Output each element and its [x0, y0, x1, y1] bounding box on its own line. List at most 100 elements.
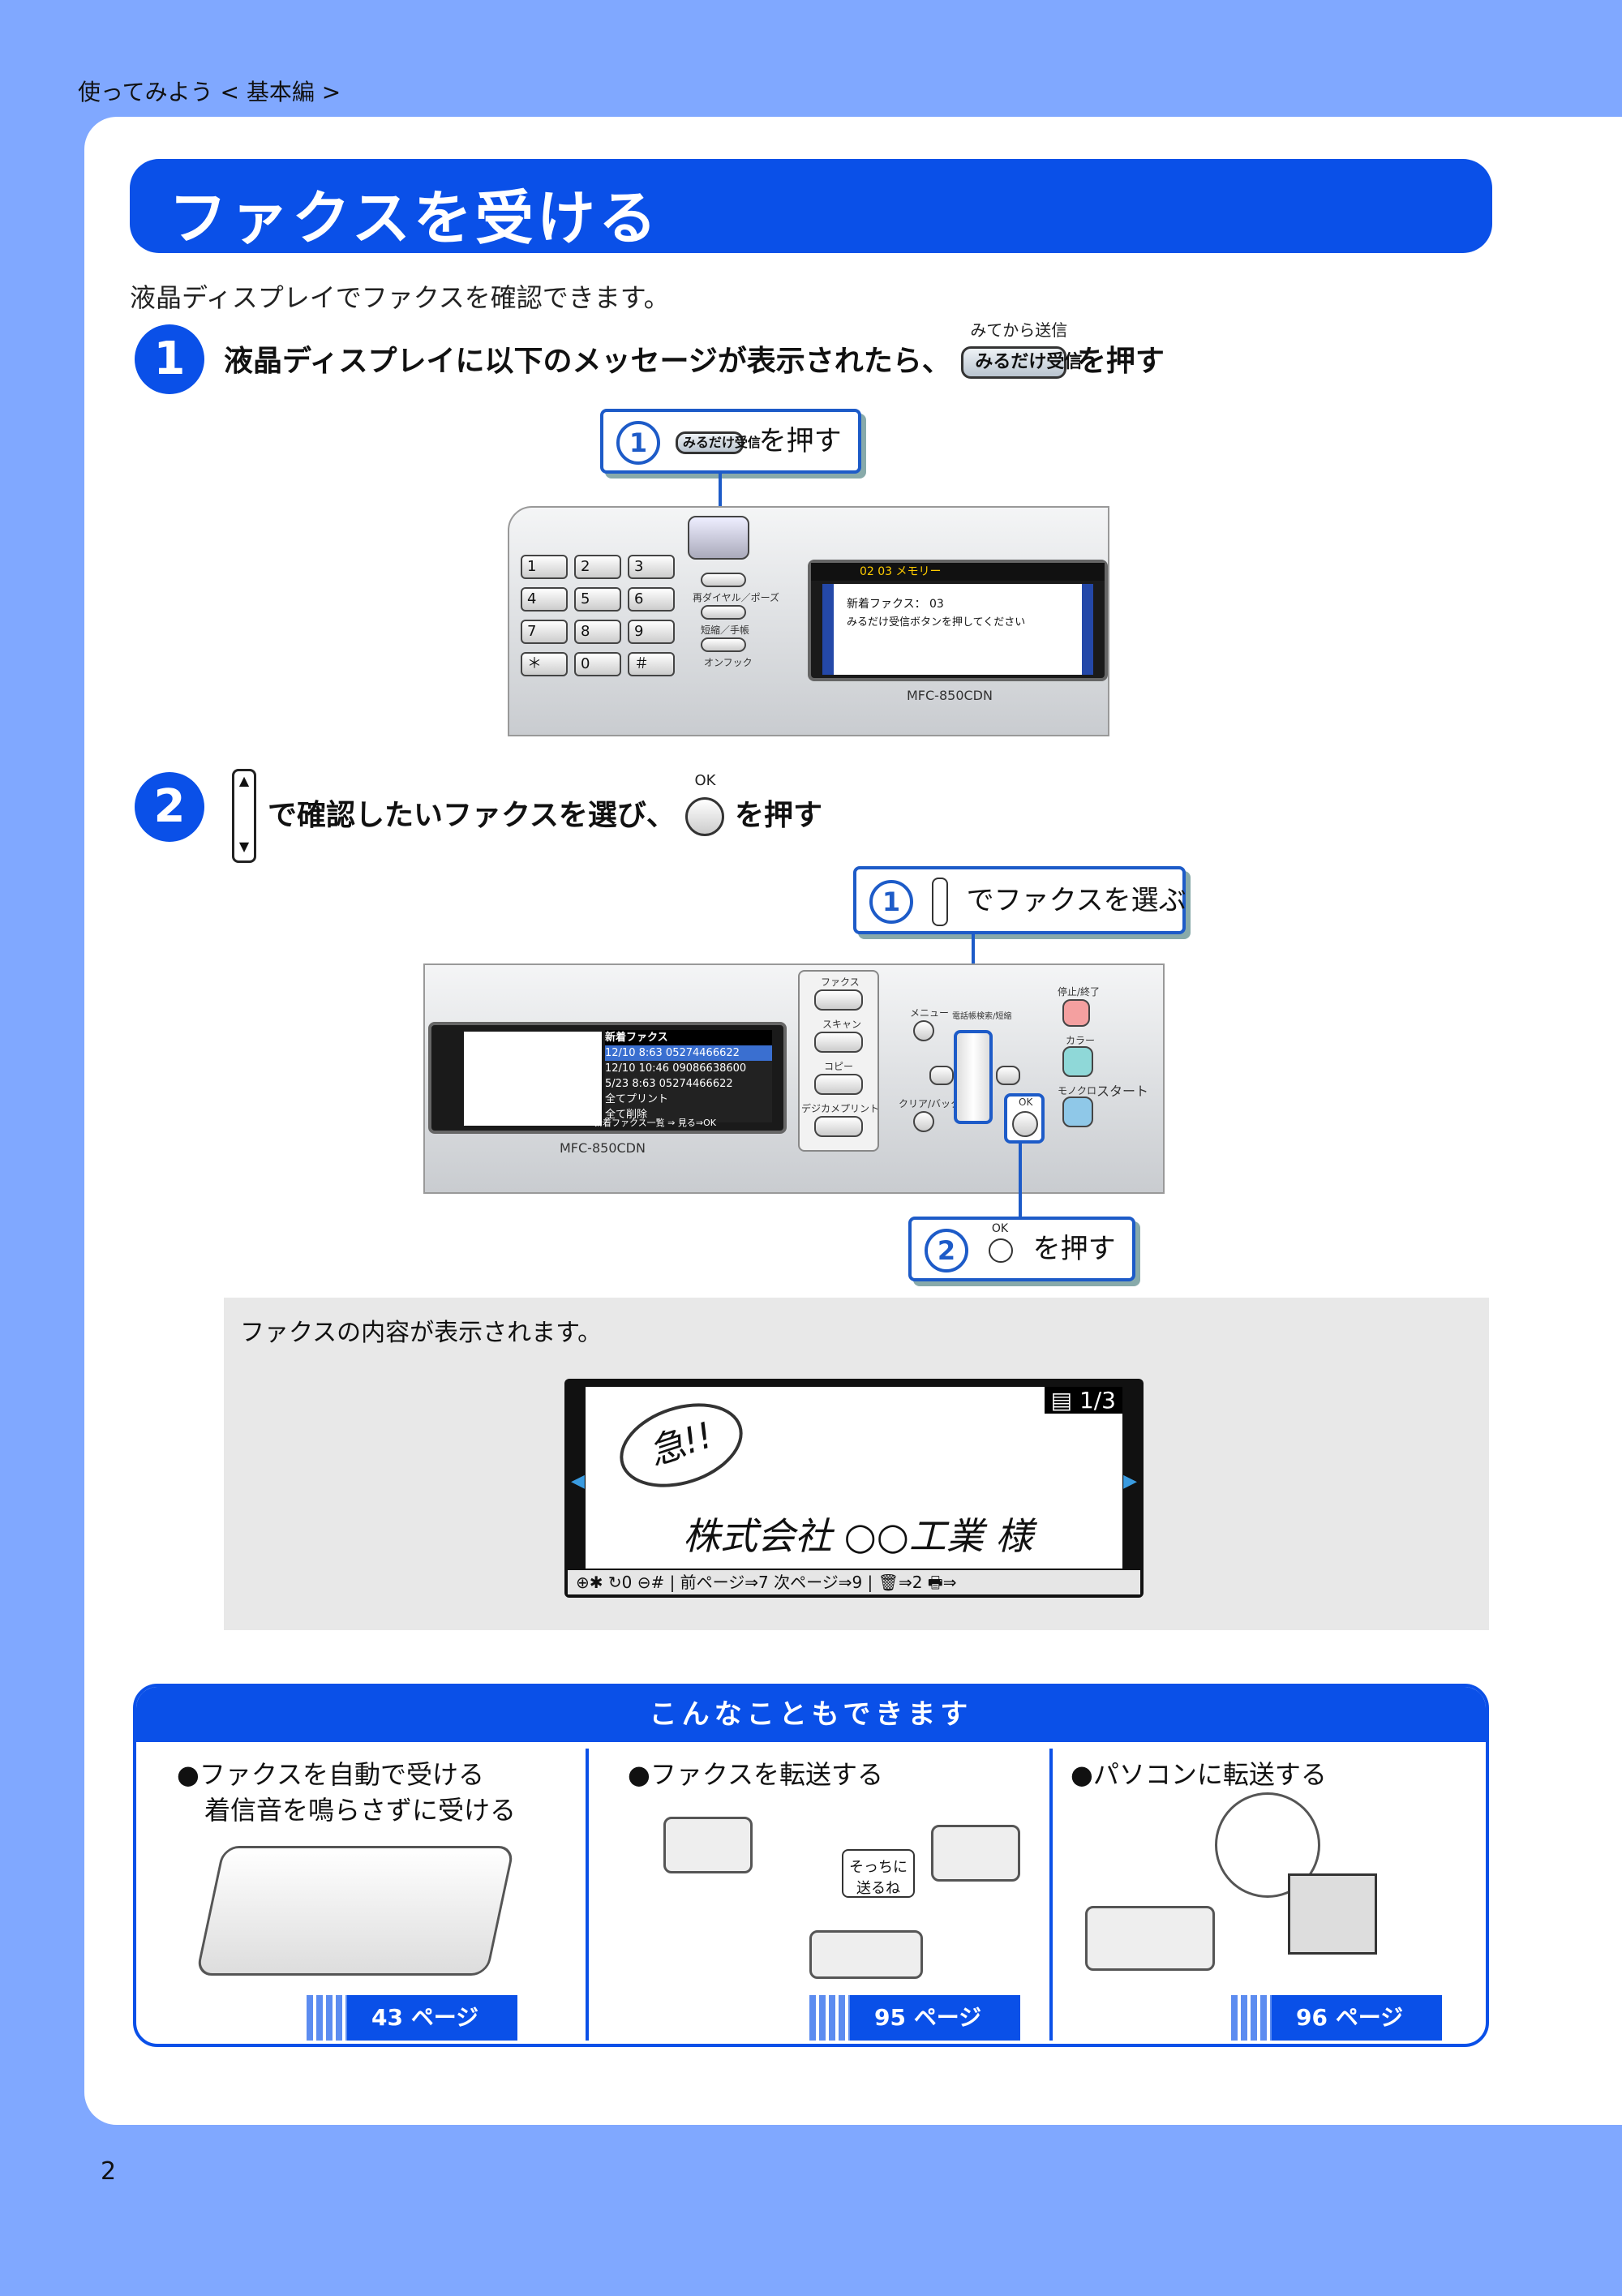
- redial-label: 再ダイヤル／ポーズ: [693, 592, 780, 603]
- key-9[interactable]: 9: [628, 620, 675, 644]
- key-4[interactable]: 4: [521, 587, 568, 612]
- callout-1-number: 1: [869, 880, 913, 924]
- key-6[interactable]: 6: [628, 587, 675, 612]
- next-page-arrow-icon[interactable]: ▶: [1123, 1471, 1137, 1491]
- lcd-status-bar: 02 03 メモリー: [811, 563, 1105, 581]
- speed-dial-button[interactable]: [701, 605, 746, 620]
- onhook-button[interactable]: [701, 637, 746, 652]
- item-1-stripes: [307, 1995, 347, 2041]
- clear-back-label: クリア/バック: [899, 1098, 961, 1109]
- menu-button[interactable]: [913, 1020, 934, 1041]
- ok-label: OK: [694, 772, 716, 789]
- menu-label: メニュー: [910, 1007, 950, 1019]
- model-name-1: MFC-850CDN: [907, 688, 993, 703]
- lcd-row-3: 5/23 8:63 05274466622: [605, 1076, 772, 1092]
- lcd-screen-1: 02 03 メモリー 新着ファクス： 03 みるだけ受信ボタンを押してください: [808, 560, 1108, 681]
- stop-button[interactable]: [1062, 999, 1090, 1027]
- page-icon: ▤: [1050, 1387, 1079, 1414]
- device-panel-2: 新着ファクス 12/10 8:63 05274466622 12/10 10:4…: [423, 963, 1165, 1194]
- callout-button-label: みるだけ受信: [682, 434, 761, 450]
- item-1-page-link[interactable]: 43 ページ: [347, 1995, 517, 2041]
- fax-preview-screen: ▤ 1/3 急!! 株式会社 ○○工業 様 ◀ ▶ ⊕✱ ↻0 ⊖# | 前ペー…: [564, 1379, 1144, 1598]
- ok-button-icon: OK: [685, 772, 725, 836]
- key-0[interactable]: 0: [574, 652, 621, 676]
- key-hash[interactable]: ＃: [628, 652, 675, 676]
- key-1[interactable]: 1: [521, 555, 568, 579]
- prev-page-arrow-icon[interactable]: ◀: [571, 1471, 585, 1491]
- step-2-text: で確認したいファクスを選び、: [268, 799, 676, 832]
- callout-2-text: を押す: [1032, 1233, 1116, 1265]
- color-label: カラー: [1066, 1035, 1096, 1046]
- callout-number: 1: [616, 420, 660, 465]
- item-2-page-link[interactable]: 95 ページ: [850, 1995, 1020, 2041]
- right-key[interactable]: [996, 1066, 1020, 1085]
- fax-mode-button[interactable]: [814, 989, 863, 1011]
- key-8[interactable]: 8: [574, 620, 621, 644]
- miru-dake-button[interactable]: みてから送信 みるだけ受信: [961, 320, 1082, 379]
- stop-label: 停止/終了: [1058, 986, 1101, 998]
- color-start-button[interactable]: [1062, 1046, 1093, 1077]
- left-key[interactable]: [929, 1066, 954, 1085]
- speech-bubble: そっちに送るね: [842, 1849, 915, 1898]
- key-7[interactable]: 7: [521, 620, 568, 644]
- step-1-instruction: 液晶ディスプレイに以下のメッセージが表示されたら、 みてから送信 みるだけ受信 …: [224, 320, 1165, 380]
- redial-button[interactable]: [701, 573, 746, 587]
- up-down-key[interactable]: [954, 1030, 993, 1124]
- lcd-footer: 新着ファクス一覧 ⇒ 見る⇒OK: [594, 1118, 716, 1128]
- step-1-text-after: を押す: [1076, 345, 1165, 378]
- callout-2-line: [1019, 1142, 1022, 1218]
- callout-2-number: 2: [925, 1228, 968, 1272]
- column-divider-2: [1049, 1749, 1053, 2041]
- more-item-2-title: ●ファクスを転送する: [628, 1759, 883, 1790]
- key-2[interactable]: 2: [574, 555, 621, 579]
- ok-key-label: OK: [1019, 1097, 1033, 1108]
- result-caption: ファクスの内容が表示されます。: [240, 1319, 603, 1347]
- callout-text: を押す: [758, 425, 842, 457]
- step-1-badge: 1: [135, 324, 204, 394]
- more-item-3-title: ●パソコンに転送する: [1071, 1759, 1327, 1790]
- item-3-stripes: [1231, 1995, 1272, 2041]
- page-indicator-text: 1/3: [1079, 1387, 1116, 1414]
- copy-mode-label: コピー: [824, 1061, 854, 1072]
- ok-key-highlight: OK: [1004, 1093, 1045, 1144]
- lcd-row-5: 全て削除: [605, 1107, 772, 1122]
- callout-1-key-icon: [931, 878, 948, 926]
- item-3-page-link[interactable]: 96 ページ: [1272, 1995, 1442, 2041]
- lcd-preview-thumb: [464, 1032, 602, 1126]
- lcd-row-4: 全てプリント: [605, 1092, 772, 1107]
- key-5[interactable]: 5: [574, 587, 621, 612]
- model-name-2: MFC-850CDN: [560, 1140, 646, 1156]
- step-1-text: 液晶ディスプレイに以下のメッセージが表示されたら、: [224, 345, 951, 378]
- handwritten-urgent: 急!!: [608, 1388, 754, 1502]
- breadcrumb: 使ってみよう < 基本編 >: [78, 79, 341, 105]
- more-features-box: こんなこともできます ●ファクスを自動で受ける 着信音を鳴らさずに受ける 43 …: [133, 1684, 1489, 2047]
- key-star[interactable]: ＊: [521, 652, 568, 676]
- fax-toolbar: ⊕✱ ↻0 ⊖# | 前ページ⇒7 次ページ⇒9 | 🗑⇒2 🖶⇒: [568, 1570, 1140, 1594]
- clear-back-button[interactable]: [913, 1111, 934, 1132]
- start-label: スタート: [1096, 1084, 1149, 1099]
- key-3[interactable]: 3: [628, 555, 675, 579]
- fax-forward-illustration: そっちに送るね: [655, 1809, 1045, 1987]
- copy-mode-button[interactable]: [814, 1074, 863, 1095]
- mono-label: モノクロ: [1058, 1085, 1097, 1097]
- step-2-badge: 2: [135, 772, 204, 842]
- lcd-row-1: 12/10 8:63 05274466622: [605, 1045, 772, 1061]
- callout-1-text: でファクスを選ぶ: [966, 884, 1186, 917]
- step-1-callout: 1 みるだけ受信 を押す: [600, 409, 861, 474]
- button-label: みるだけ受信: [975, 352, 1083, 372]
- lcd-row-2: 12/10 10:46 09086638600: [605, 1061, 772, 1076]
- intro-text: 液晶ディスプレイでファクスを確認できます。: [130, 282, 670, 313]
- miru-dake-panel-button[interactable]: [688, 516, 749, 560]
- callout-line: [719, 474, 722, 514]
- title-bar: ファクスを受ける: [130, 159, 1492, 253]
- step-2-text-after: を押す: [735, 799, 823, 832]
- lcd-menu-title: 新着ファクス: [605, 1030, 772, 1045]
- scan-mode-button[interactable]: [814, 1032, 863, 1053]
- column-divider-1: [586, 1749, 589, 2041]
- speed-dial-label: 短縮／手帳: [701, 624, 750, 636]
- callout-2-ok-icon: OK: [988, 1222, 1013, 1263]
- photo-mode-button[interactable]: [814, 1116, 863, 1137]
- callout-2-ok-label: OK: [991, 1221, 1009, 1235]
- ok-key[interactable]: [1012, 1111, 1038, 1137]
- mono-start-button[interactable]: [1062, 1097, 1093, 1127]
